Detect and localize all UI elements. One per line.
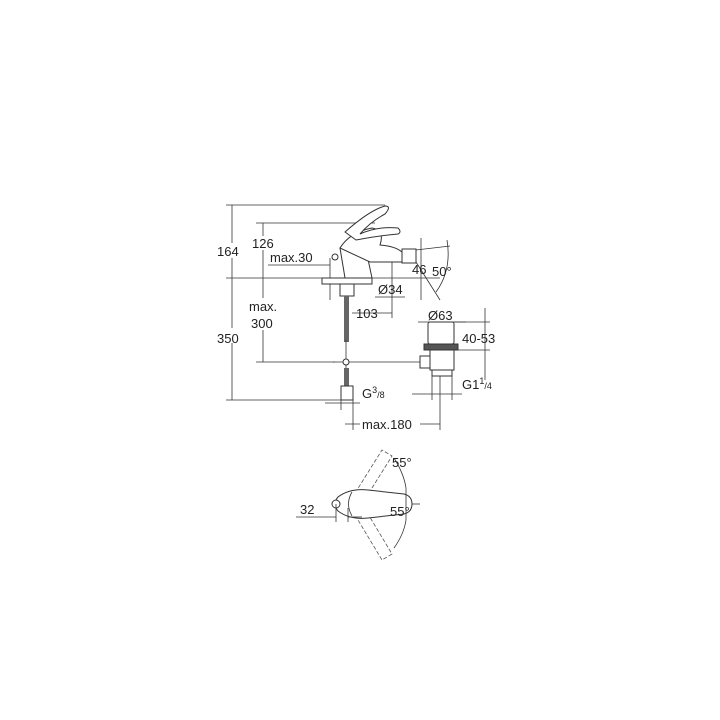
dim-max-30: max.30 [270,250,313,265]
dim-g3-8: G3/8 [362,385,385,401]
dim-max-300-line2: 300 [251,316,273,331]
dim-max-300-line1: max. [249,299,277,314]
dim-55-degrees-bottom: 55° [390,504,410,519]
dim-g1-1-4: G11/4 [462,376,492,392]
dim-max-180: max.180 [362,417,412,432]
dim-32: 32 [300,502,314,517]
dim-40-53: 40-53 [462,331,495,346]
dim-55-degrees-top: 55° [392,455,412,470]
spout-outlet [401,248,417,264]
side-view: 103 Ø34 46 50° Ø63 40-53 G11/4 G3/8 max.… [215,204,495,432]
dim-diameter-63: Ø63 [428,308,453,323]
dim-350: 350 [217,331,239,346]
dim-50-degrees: 50° [432,264,452,279]
dim-diameter-34: Ø34 [378,282,403,297]
dim-46: 46 [412,262,426,277]
dim-126: 126 [252,236,274,251]
dim-103: 103 [356,306,378,321]
top-view: 32 55° 55° [296,449,420,561]
dim-164: 164 [217,244,239,259]
